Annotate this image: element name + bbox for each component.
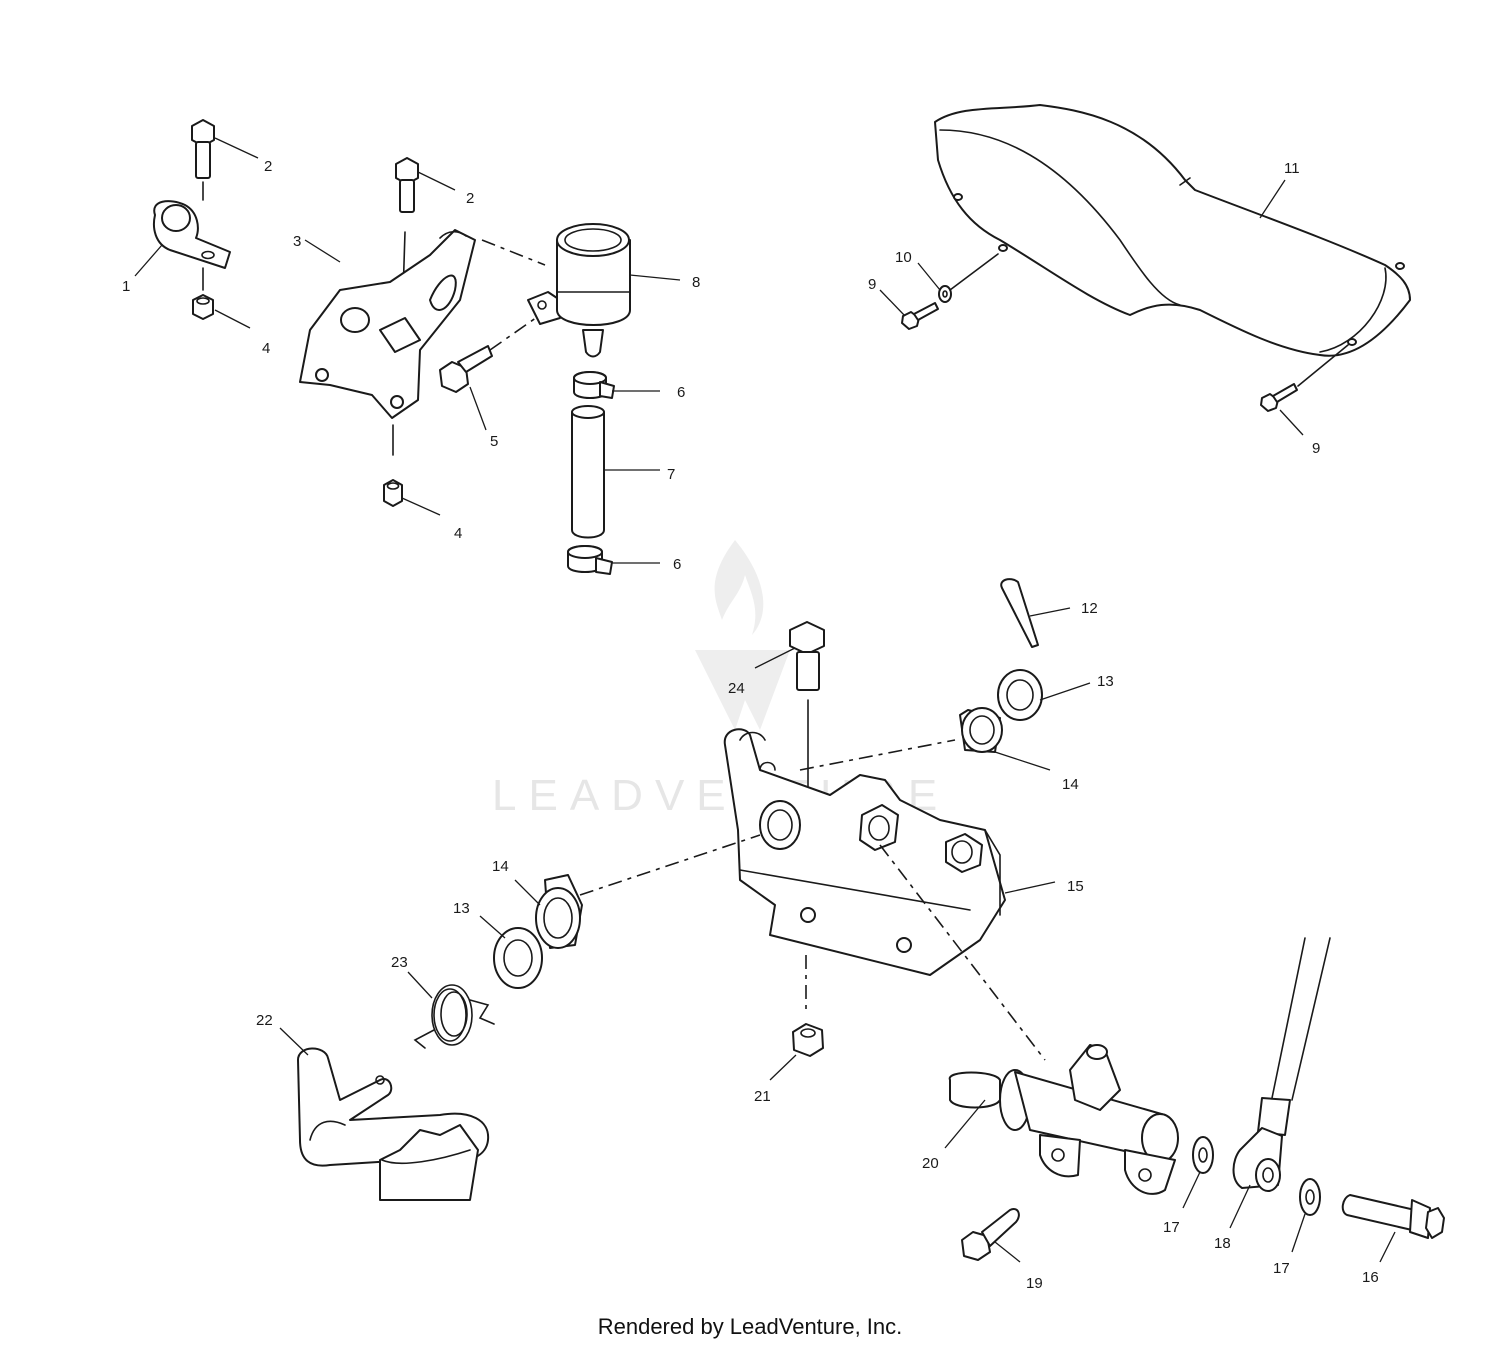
- callout-13-right: 13: [1097, 673, 1114, 690]
- callout-14-right: 14: [1062, 776, 1079, 793]
- callout-5: 5: [490, 433, 498, 450]
- part-11-cover: [934, 104, 1411, 357]
- leader-lines: [134, 137, 1396, 1263]
- part-14-bushing-left: [535, 874, 583, 949]
- callout-11: 11: [1284, 160, 1300, 177]
- part-16-banjo-bolt: [1341, 1194, 1445, 1239]
- part-3-bracket: [299, 229, 476, 419]
- callout-12: 12: [1081, 600, 1098, 617]
- part-17-washer-right: [1299, 1178, 1321, 1216]
- part-6-hose-clamp-lower: [567, 545, 613, 575]
- part-13-washer-right: [997, 669, 1043, 721]
- callout-4-center: 4: [454, 525, 462, 542]
- part-6-hose-clamp-upper: [573, 371, 615, 399]
- callout-16: 16: [1362, 1269, 1379, 1286]
- part-20-master-cylinder: [948, 1044, 1179, 1195]
- callout-24: 24: [728, 680, 745, 697]
- callout-labels: 1 2 4 2 3 4 5 6 7 8 6 11 10 9 9 12 13 14…: [122, 158, 1379, 1292]
- callout-7: 7: [667, 466, 675, 483]
- part-7-hose: [571, 405, 605, 539]
- part-2-bolt-left: [191, 119, 215, 201]
- callout-3: 3: [293, 233, 301, 250]
- callout-4-left: 4: [262, 340, 270, 357]
- callout-17-right: 17: [1273, 1260, 1290, 1277]
- callout-10: 10: [895, 249, 912, 266]
- callout-21: 21: [754, 1088, 771, 1105]
- part-9-screw-upper: [901, 302, 939, 330]
- callout-9-upper: 9: [868, 276, 876, 293]
- part-10-washer: [938, 253, 999, 303]
- callout-23: 23: [391, 954, 408, 971]
- callout-17-left: 17: [1163, 1219, 1180, 1236]
- part-14-bushing-right: [959, 707, 1003, 753]
- callout-6-lower: 6: [673, 556, 681, 573]
- callout-15: 15: [1067, 878, 1084, 895]
- part-5-screw: [439, 314, 541, 393]
- part-8-reservoir: [481, 223, 631, 358]
- callout-8: 8: [692, 274, 700, 291]
- part-17-washer-left: [1192, 1136, 1214, 1174]
- callout-9-lower: 9: [1312, 440, 1320, 457]
- part-23-spring: [413, 984, 495, 1049]
- callout-2-left: 2: [264, 158, 272, 175]
- part-9-screw-lower: [1260, 344, 1349, 412]
- callout-22: 22: [256, 1012, 273, 1029]
- callout-19: 19: [1026, 1275, 1043, 1292]
- callout-1: 1: [122, 278, 130, 295]
- callout-6-upper: 6: [677, 384, 685, 401]
- part-13-washer-left: [493, 927, 543, 989]
- callout-14-left: 14: [492, 858, 509, 875]
- callout-2-center: 2: [466, 190, 474, 207]
- brake-line: [1271, 937, 1331, 1101]
- leadventure-watermark-logo: [695, 540, 790, 730]
- part-19-bolt: [961, 1208, 1020, 1261]
- rendered-by-footer: Rendered by LeadVenture, Inc.: [597, 1314, 903, 1339]
- part-15-pedal-bracket: [723, 728, 1006, 976]
- part-4-nut-left: [192, 267, 214, 320]
- assembly-line-14-bushing: [799, 739, 956, 771]
- part-12-cotter-pin: [1000, 578, 1039, 648]
- assembly-line-bushing-left: [579, 834, 761, 896]
- part-18-banjo-fitting: [1232, 1097, 1291, 1192]
- callout-18: 18: [1214, 1235, 1231, 1252]
- part-22-brake-pedal: [297, 1047, 490, 1201]
- callout-13-left: 13: [453, 900, 470, 917]
- part-21-nut: [792, 1023, 824, 1057]
- part-1-clamp: [152, 200, 231, 269]
- part-4-nut-center: [383, 424, 403, 507]
- callout-20: 20: [922, 1155, 939, 1172]
